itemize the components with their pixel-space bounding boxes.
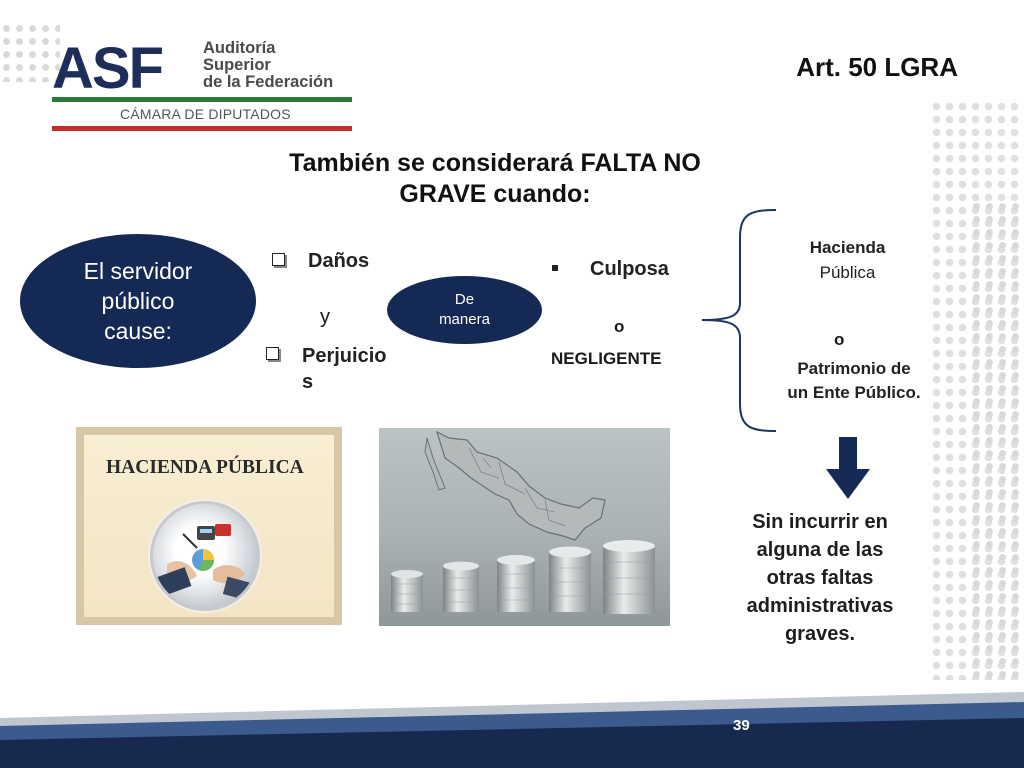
coins-map-image [379,428,670,626]
curly-brace-icon [701,209,777,432]
sin-incurrir-line-5: graves. [784,623,856,645]
page-number: 39 [733,717,750,734]
logo-line-3: de la Federación [203,73,334,91]
decorative-dots-right-inner [970,200,1024,680]
title-line-2: GRAVE cuando: [399,180,591,208]
perjuicios-label: Perjuicio s [302,343,402,395]
hacienda-publica-label: Hacienda Pública [780,235,915,285]
logo-red-bar [52,126,352,131]
hacienda-publica-image: HACIENDA PÚBLICA [76,427,342,625]
logo-line-1: Auditoría [203,39,276,57]
perjuicios-line-1: Perjuicio [302,345,387,367]
culposa-label: Culposa [590,258,669,280]
de-manera-oval: De manera [387,276,542,344]
logo-line-2: Superior [203,56,271,74]
decorative-dots-top-left [0,22,60,82]
o-connector-middle: o [614,317,625,336]
hacienda-line-1: Hacienda [809,238,886,257]
article-title: Art. 50 LGRA [796,52,958,82]
patrimonio-line-1: Patrimonio de [797,359,911,378]
hacienda-image-title: HACIENDA PÚBLICA [106,457,304,478]
asf-logo-mark: ASF [52,36,164,101]
sin-incurrir-line-3: otras faltas [766,567,874,589]
patrimonio-line-2: un Ente Público. [787,383,921,402]
servidor-line-1: El servidor [83,258,193,284]
servidor-line-3: cause: [104,318,172,344]
servidor-publico-oval: El servidor público cause: [20,234,256,368]
business-hands-picture [150,501,260,611]
square-bullet-icon [552,265,558,271]
checkbox-bullet-icon [272,253,285,266]
sin-incurrir-text: Sin incurrir en alguna de las otras falt… [722,508,918,648]
title-line-1: También se considerará FALTA NO [289,149,701,177]
sin-incurrir-line-4: administrativas [746,595,894,617]
patrimonio-label: Patrimonio de un Ente Público. [770,357,938,405]
de-manera-line-2: manera [439,311,490,328]
de-manera-line-1: De [454,291,475,308]
sin-incurrir-line-2: alguna de las [756,539,884,561]
danos-label: Daños [308,250,370,272]
o-connector-right: o [834,330,845,349]
negligente-label: NEGLIGENTE [551,349,662,368]
checkbox-bullet-icon [266,347,279,360]
sin-incurrir-line-1: Sin incurrir en [752,511,888,533]
logo-subtitle: CÁMARA DE DIPUTADOS [120,106,291,122]
asf-logo-text: Auditoría Superior de la Federación [203,40,333,91]
hacienda-line-2: Pública [819,263,876,282]
down-arrow-icon [826,437,870,499]
slide-title: También se considerará FALTA NO GRAVE cu… [200,148,790,210]
logo-green-bar [52,97,352,102]
perjuicios-line-2: s [302,371,314,393]
footer-band [0,692,1024,768]
y-connector: y [320,306,330,328]
servidor-line-2: público [101,288,175,314]
